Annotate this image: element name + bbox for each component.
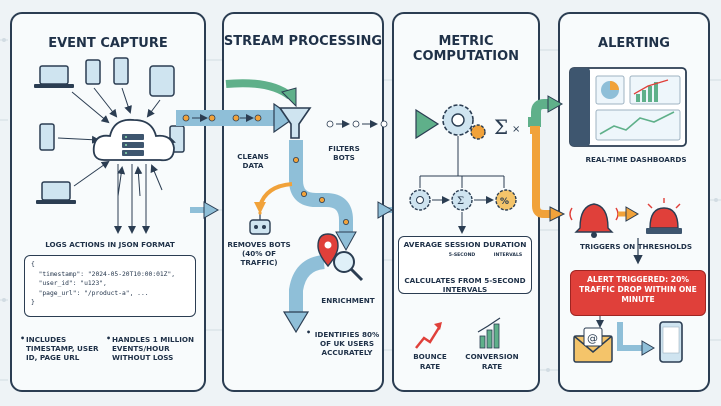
includes-fields-label: Includes timestamp, user ID, page URL xyxy=(26,335,99,362)
cleans-data-label: Cleans data xyxy=(237,152,269,170)
bar-chart-icon xyxy=(477,317,501,349)
robot-icon xyxy=(249,211,271,235)
svg-text:@: @ xyxy=(587,332,598,345)
code-line: "timestamp": "2024-05-20T10:00:01Z", xyxy=(31,270,176,278)
json-code-box: { "timestamp": "2024-05-20T10:00:01Z", "… xyxy=(24,255,196,317)
map-pin-icon xyxy=(317,233,339,268)
phone-icon xyxy=(39,123,55,151)
bullet-marker: • xyxy=(106,334,112,343)
alerting-title: Alerting xyxy=(598,36,670,51)
alert-triggered-box: Alert triggered: 20% traffic drop within… xyxy=(570,270,706,316)
triggers-label: Triggers on thresholds xyxy=(579,242,693,251)
siren-icon xyxy=(646,198,682,234)
identifies-users-label: Identifies 80% of UK users accurately xyxy=(314,330,380,357)
envelope-icon: @ xyxy=(573,327,613,363)
code-line: } xyxy=(31,299,35,306)
event-capture-title: Event Capture xyxy=(48,36,168,51)
alarm-bell-icon xyxy=(569,203,619,238)
metric-computation-title: Metric Computation xyxy=(412,34,520,64)
cloud-server-icon xyxy=(92,118,175,162)
stream-processing-title: Stream Processing xyxy=(223,34,383,49)
filter-funnel-icon xyxy=(278,107,312,139)
code-line: { xyxy=(31,261,35,268)
code-line: "user_id": "u123", xyxy=(31,280,107,287)
svg-text:Σ: Σ xyxy=(457,196,464,207)
bounce-rate-label: Bounce rate xyxy=(413,352,447,371)
enrichment-label: Enrichment xyxy=(321,296,375,305)
bullet-marker: • xyxy=(306,328,312,337)
laptop-icon xyxy=(36,181,76,204)
interval-label: 5-second xyxy=(448,253,476,258)
avg-session-duration-box xyxy=(398,236,532,294)
smartphone-icon xyxy=(659,321,683,363)
phone-icon xyxy=(113,57,129,85)
svg-text:×: × xyxy=(512,124,520,135)
bullet-marker: • xyxy=(20,334,26,343)
removes-bots-label: Removes bots (40% of traffic) xyxy=(227,240,291,267)
magnifier-icon xyxy=(333,251,364,282)
dashboard-monitor-icon xyxy=(569,67,687,147)
filters-bots-label: Filters bots xyxy=(328,144,360,162)
gear-icon xyxy=(442,104,474,136)
avg-calc-desc: Calculates from 5-second intervals xyxy=(404,276,526,294)
gear-icon xyxy=(409,189,431,211)
avg-session-title: Average Session Duration xyxy=(403,240,527,249)
svg-text:Σ: Σ xyxy=(494,115,508,139)
percent-icon: % xyxy=(495,189,517,211)
code-line: "page_url": "/product-a", ... xyxy=(31,289,149,297)
interval-label: intervals xyxy=(493,253,523,258)
sigma-icon: Σ × xyxy=(494,115,520,139)
dashboards-label: Real-time dashboards xyxy=(585,155,687,164)
gear-icon xyxy=(470,124,486,140)
phone-icon xyxy=(85,59,101,85)
laptop-icon xyxy=(34,65,74,88)
sigma-icon: Σ xyxy=(451,189,473,211)
svg-text:%: % xyxy=(500,197,509,207)
conversion-rate-label: Conversion rate xyxy=(465,352,519,371)
tablet-icon xyxy=(149,65,175,97)
handles-volume-label: Handles 1 million events/hour without lo… xyxy=(112,335,195,362)
trend-up-icon xyxy=(415,322,442,349)
logs-json-label: Logs actions in JSON format xyxy=(45,240,175,249)
